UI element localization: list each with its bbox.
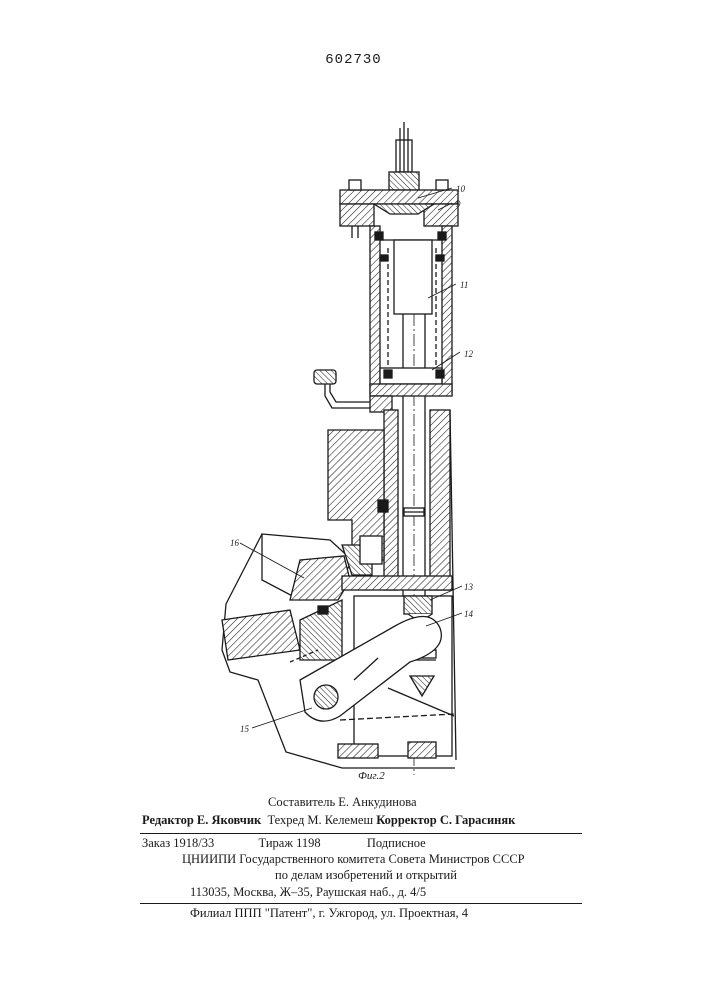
label-11: 11	[460, 280, 468, 290]
institute: ЦНИИПИ Государственного комитета Совета …	[182, 852, 525, 867]
address: 113035, Москва, Ж–35, Раушская наб., д. …	[190, 885, 426, 900]
label-15: 15	[240, 724, 250, 734]
corrector: Корректор С. Гарасиняк	[376, 813, 515, 827]
circulation: Тираж 1198	[259, 836, 321, 850]
label-9: 9	[456, 199, 461, 209]
order: Заказ 1918/33	[142, 836, 214, 850]
rule-1	[140, 833, 582, 834]
label-16: 16	[230, 538, 240, 548]
branch: Филиал ППП "Патент", г. Ужгород, ул. Про…	[190, 906, 468, 921]
label-14: 14	[464, 609, 474, 619]
order-line: Заказ 1918/33 Тираж 1198 Подписное	[142, 836, 426, 851]
compiler: Составитель Е. Анкудинова	[268, 795, 417, 810]
credits-line: Редактор Е. Яковчик Техред М. Келемеш Ко…	[142, 813, 515, 828]
figure-caption: Фиг.2	[358, 770, 385, 782]
label-13: 13	[464, 582, 474, 592]
subscription: Подписное	[367, 836, 426, 850]
label-10: 10	[456, 184, 466, 194]
technical-drawing: 10 9 11 12 16 13 14 15 Фиг.2	[0, 0, 707, 790]
rule-2	[140, 903, 582, 904]
affairs: по делам изобретений и открытий	[275, 868, 457, 883]
label-12: 12	[464, 349, 474, 359]
techred: Техред М. Келемеш	[268, 813, 374, 827]
editor: Редактор Е. Яковчик	[142, 813, 261, 827]
